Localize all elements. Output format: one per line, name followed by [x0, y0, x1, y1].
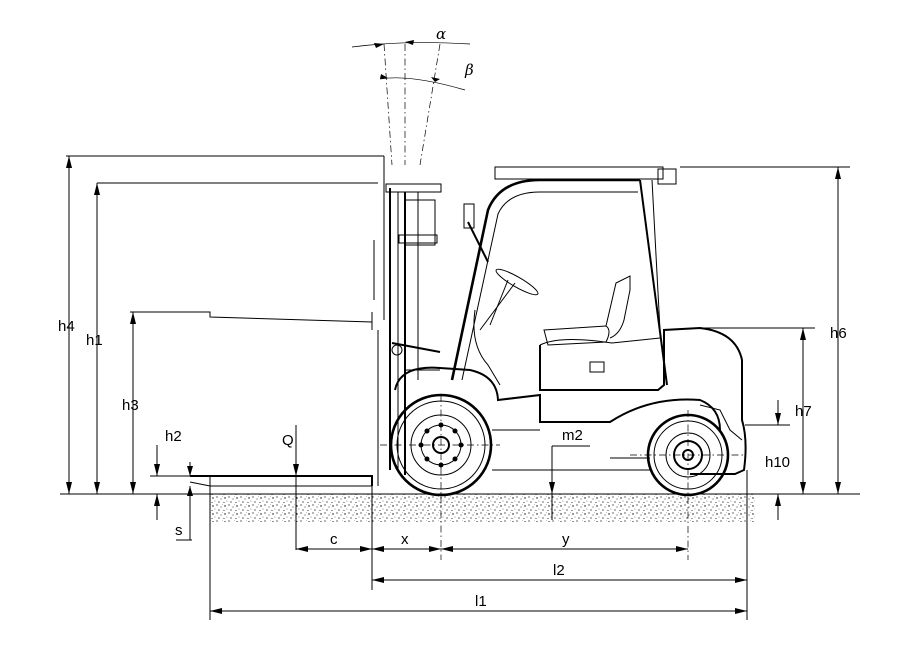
dimension-h3 [130, 312, 136, 494]
dimension-h6 [680, 166, 850, 494]
overhead-guard [450, 166, 677, 386]
dimension-s [176, 462, 193, 541]
fork-top-h4 [66, 155, 385, 320]
h3-label: h3 [122, 397, 139, 414]
counterweight-body [394, 326, 747, 475]
center-of-gravity-m2 [549, 445, 590, 520]
dimension-l1 [209, 476, 747, 620]
fork-mid [130, 311, 373, 330]
dimension-y [441, 546, 688, 552]
h2-label: h2 [165, 428, 182, 445]
h4-label: h4 [58, 318, 75, 335]
dimension-l2 [371, 470, 748, 620]
h1-label: h1 [86, 332, 103, 349]
dimension-h1 [94, 183, 100, 494]
h7-label: h7 [795, 403, 812, 420]
dimension-h10 [745, 400, 790, 520]
alpha-label: α [436, 25, 446, 43]
operator-area [473, 268, 631, 386]
ground [60, 493, 860, 522]
y-label: y [562, 531, 570, 548]
dimension-h2 [150, 445, 190, 520]
l2-label: l2 [553, 562, 565, 579]
h10-label: h10 [765, 454, 790, 471]
m2-label: m2 [562, 427, 583, 444]
axle-center-lines [380, 395, 745, 560]
load-Q-arrow [293, 425, 299, 550]
x-label: x [401, 531, 409, 548]
dimension-h4 [66, 156, 72, 494]
dimension-c [296, 546, 372, 552]
h6-label: h6 [830, 325, 847, 342]
mast [373, 183, 442, 486]
Q-label: Q [282, 432, 294, 449]
l1-label: l1 [475, 593, 487, 610]
dimension-h7 [700, 327, 815, 494]
fork-lowered [189, 475, 373, 487]
tilt-angle-indicator [351, 40, 471, 166]
c-label: c [330, 531, 338, 548]
s-label: s [175, 522, 183, 539]
beta-label: β [464, 61, 474, 79]
dimension-x [372, 546, 441, 552]
